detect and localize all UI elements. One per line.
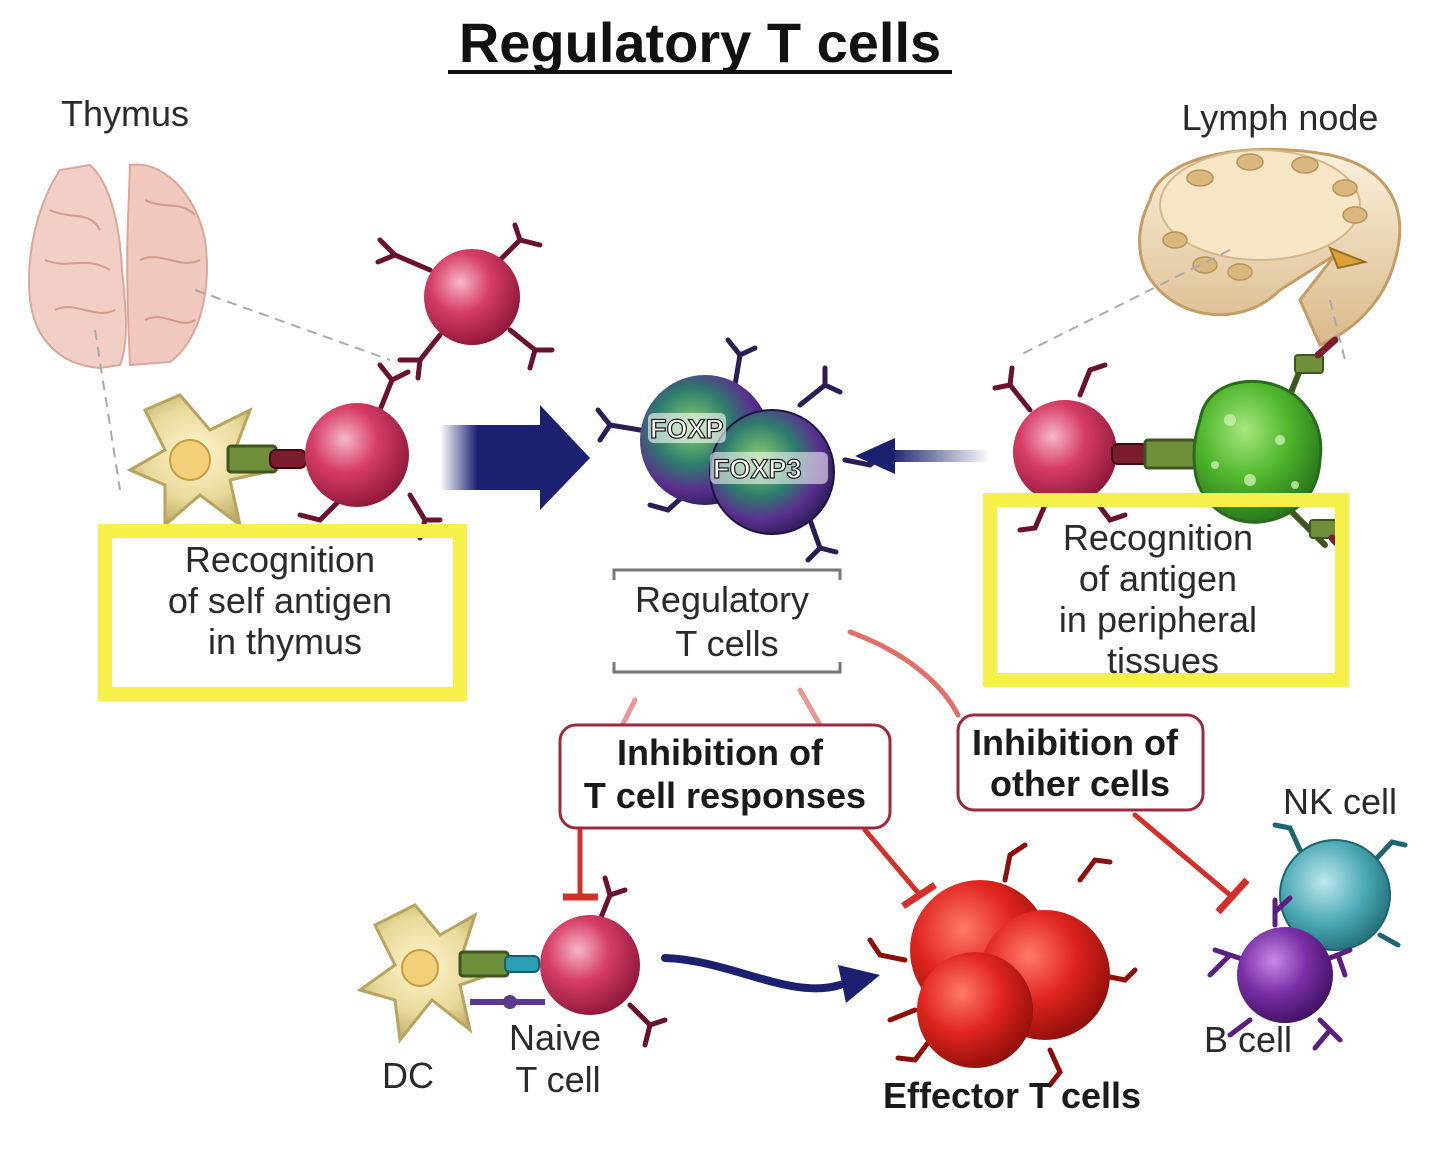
thymus-organ: Thymus [28,93,391,491]
foxp3-back-label: FOXP [650,414,724,444]
title-text: Regulatory T cells [459,11,941,74]
lymph-node-organ: Lymph node [1019,97,1402,361]
bracket-top [612,568,842,580]
inhibit-other-border [956,713,1205,812]
inhibit-other-text: Inhibition of other cells [972,722,1188,804]
lymph-node-follicles [1162,153,1368,281]
inhibit-line-bcell [1132,812,1233,898]
thymus-dendritic-cell [126,393,280,529]
thymus-lobe-left [28,163,127,370]
box-inhibit-other: Inhibition of other cells [956,713,1205,812]
thymus-dc-nucleus [169,439,211,481]
inhibition-bars [563,877,1250,915]
t-cell-upper-body [424,249,520,345]
thymus-zoom-line-2 [94,329,121,491]
thymus-zoom-line-1 [194,289,391,361]
naive-t-cell-body [540,915,640,1015]
inhibit-t-border [558,723,892,830]
thymus-lobe-right [126,163,208,367]
nk-cell-label: NK cell [1283,781,1397,822]
effector-label: Effector T cells [883,1075,1141,1116]
inhibit-t-text: Inhibition of T cell responses [584,732,866,816]
box-thymus-recognition: Recognition of self antigen in thymus [98,524,467,701]
thymus-t-cell-body [305,403,409,507]
inhibit-line-effector [862,827,923,898]
bracket-bottom [612,662,842,674]
effector-t-cells: Effector T cells [867,842,1141,1116]
naive-t-cell-label: Naive T cell [509,1017,611,1100]
peripheral-highlight-border [983,493,1349,687]
dc-label: DC [382,1055,434,1096]
treg-label: Regulatory T cells [635,579,819,664]
t-cell-upper [375,222,555,381]
lymph-t-cell-body [1013,400,1117,504]
inhibit-line-top-right [797,687,823,728]
nk-cell: NK cell [1272,781,1408,951]
thymus-t-cell [297,362,443,541]
arrow-lymph-to-treg [855,438,990,474]
lymph-node-vessel [1328,246,1369,270]
box-peripheral-recognition: Recognition of antigen in peripheral tis… [983,493,1349,687]
inhibit-line-treg-to-other [847,629,961,718]
bottom-dendritic-cell: DC [356,903,502,1096]
inhibit-bar-bcell [1215,877,1250,915]
inhibit-bar-effector [901,882,937,909]
foxp3-back-bg [648,413,726,443]
bottom-dc-nucleus [401,949,439,987]
b-cell-body [1237,927,1333,1023]
treg-cells: FOXP FOXP3 [595,337,885,563]
effector-cell-3 [917,952,1033,1068]
lymph-zoom-line-2 [1329,299,1346,361]
lymph-mhc-tcr [1111,438,1197,470]
thymus-recognition-text: Recognition of self antigen in thymus [168,539,402,662]
thymus-label: Thymus [61,93,189,134]
thymus-highlight-border [98,524,467,701]
treg-bracket: Regulatory T cells [612,568,842,674]
b-cell: B cell [1204,895,1353,1060]
foxp3-front-label: FOXP3 [713,454,802,484]
peripheral-recognition-text: Recognition of antigen in peripheral tis… [1059,517,1267,681]
box-inhibit-t: Inhibition of T cell responses [558,723,892,830]
lymph-node-label: Lymph node [1182,97,1379,138]
naive-t-cell: Naive T cell [509,875,668,1100]
arrow-thymus-to-treg [440,405,590,510]
bottom-mhc-tcr [458,950,545,1009]
thymus-mhc-tcr [226,444,307,474]
thymus-folds [44,199,201,324]
lymph-zoom-line-1 [1019,249,1231,356]
b-cell-label: B cell [1204,1019,1292,1060]
arrow-naive-to-effector [661,954,880,1003]
foxp3-front-bg [710,452,828,484]
diagram-title: Regulatory T cells [448,11,952,74]
nk-cell-body [1279,839,1391,951]
